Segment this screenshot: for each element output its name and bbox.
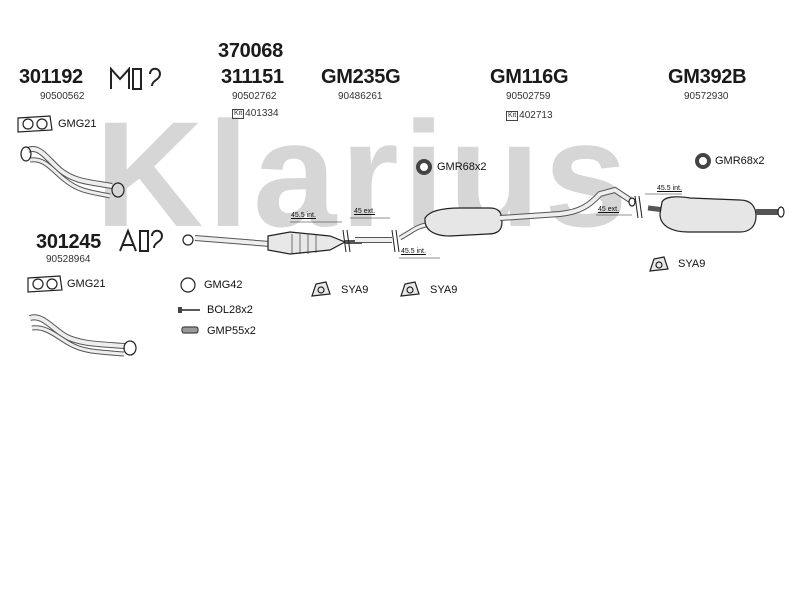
rubber-mount-rear-icon [695,153,711,169]
part-number-gm116g: GM116G [490,66,569,88]
part-number-gm392b: GM392B [668,66,747,88]
ring-gasket-label: GMG42 [204,279,243,291]
dimension-label: 45.5 int. [657,185,682,192]
kit-number-value: 402713 [519,110,553,121]
front-pipe-lower [29,314,137,357]
clamp-label: GMP55x2 [207,325,256,337]
dimension-label: 45 ext. [598,206,620,213]
hanger-3-label: SYA9 [678,258,706,270]
hanger-1-icon [311,281,331,297]
bolt-label: BOL28x2 [207,304,253,316]
dimension-label: 45 ext. [354,208,376,215]
rubber-mount-mid-icon [416,159,432,175]
part-number-301245: 301245 [36,231,101,253]
dimension-label: 45.5 int. [291,212,316,219]
hanger-2-label: SYA9 [430,284,458,296]
oem-number: 90502759 [506,91,551,102]
rubber-mount-rear-label: GMR68x2 [715,155,765,167]
dimension-label: 45.5 int. [401,248,426,255]
rubber-mount-mid-label: GMR68x2 [437,161,487,173]
manual-transmission-icon [110,66,162,90]
hanger-2-icon [400,281,420,297]
bolt-icon [178,307,200,313]
hanger-1-label: SYA9 [341,284,369,296]
oem-number: 90572930 [684,91,729,102]
gasket-upper-label: GMG21 [58,118,97,130]
part-number-311151: 311151 [221,66,284,88]
clamp-icon [181,326,199,334]
dimension-lines [290,193,682,259]
automatic-transmission-icon [119,228,164,252]
oem-number: 90528964 [46,254,91,265]
rear-silencer [647,196,785,233]
front-pipe-upper [20,146,125,199]
part-number-gm235g: GM235G [321,66,401,88]
part-number-301192: 301192 [19,66,83,88]
joint-markers [342,195,643,253]
gasket-upper-icon [17,115,53,133]
kit-marker: Kit [232,109,245,119]
brand-watermark: Klarius [95,90,632,258]
kit-marker: Kit [506,111,519,121]
oem-number: 90486261 [338,91,383,102]
centre-silencer [424,186,636,237]
oem-number: 90500562 [40,91,85,102]
catalytic-converter-section [182,231,362,255]
ring-gasket-icon [180,277,196,293]
hanger-3-icon [649,256,669,272]
gasket-lower-label: GMG21 [67,278,106,290]
oem-number: 90502762 [232,91,277,102]
gasket-lower-icon [27,275,63,293]
part-number-370068: 370068 [218,40,283,62]
kit-number-value: 401334 [245,108,279,119]
